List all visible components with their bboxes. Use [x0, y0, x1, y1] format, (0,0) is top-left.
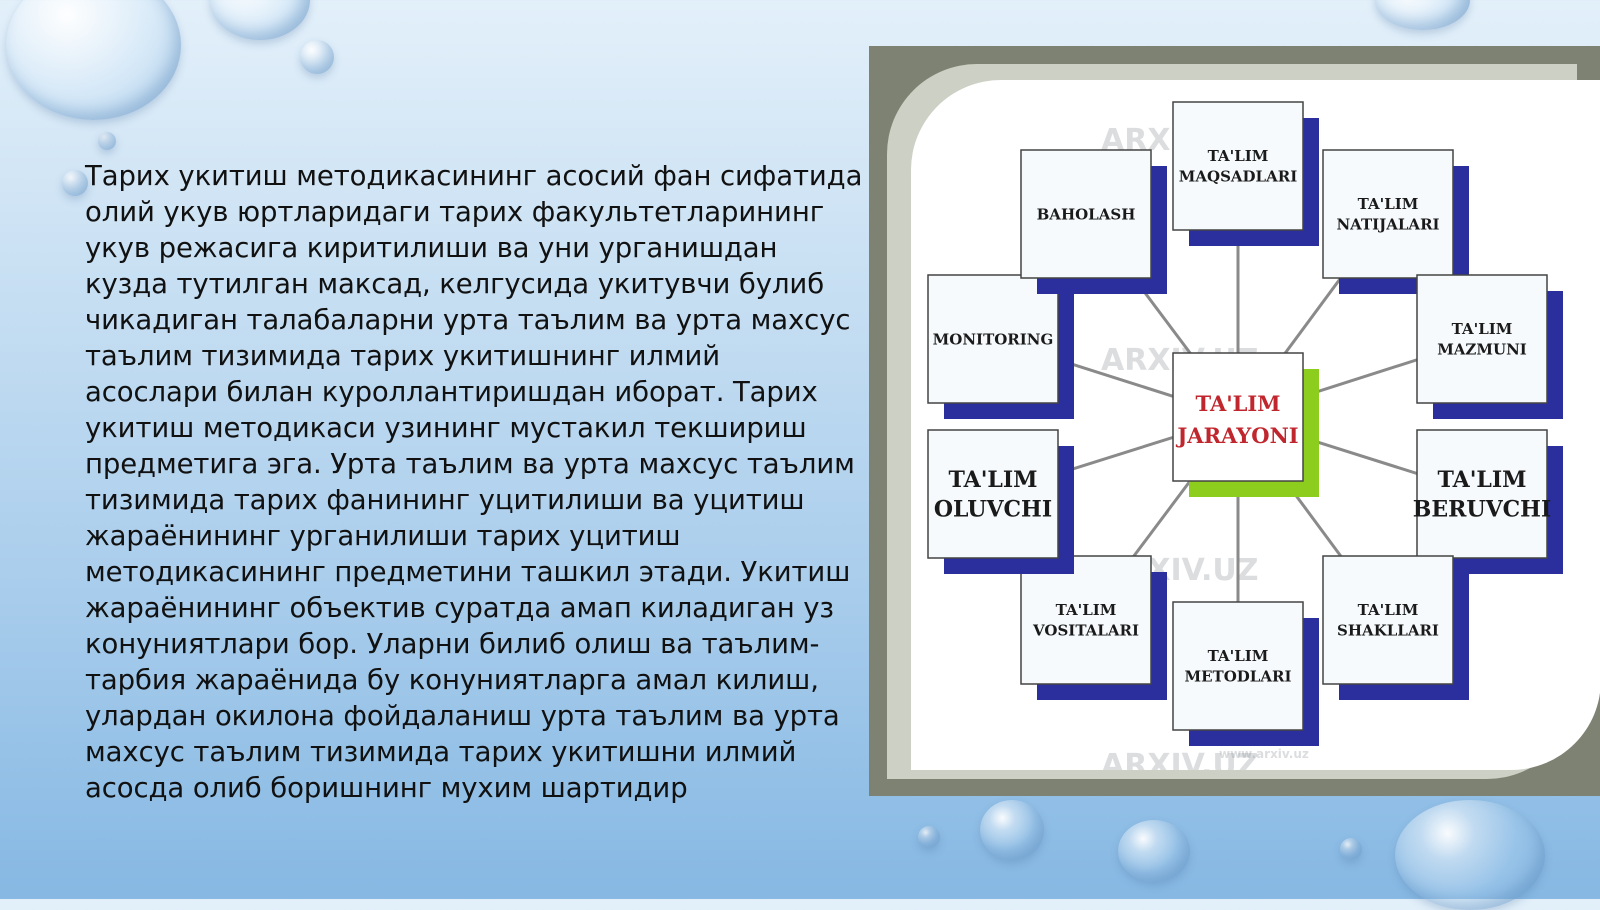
node-label-metodlari: TA'LIM [1208, 647, 1269, 665]
node-label-oluvchi: OLUVCHI [934, 497, 1052, 523]
water-drop-decoration [1375, 0, 1470, 30]
node-box-mazmuni [1416, 274, 1548, 404]
water-drop-decoration [6, 0, 181, 120]
center-node-label: TA'LIM [1195, 391, 1280, 416]
water-drop-decoration [210, 0, 310, 40]
diagram-canvas: ARXIV.UZARXIV.UZARXIV.UZARXIV.UZwww.arxi… [911, 80, 1600, 770]
node-box-shakllari [1322, 555, 1454, 685]
node-label-maqsadlari: TA'LIM [1208, 147, 1269, 165]
footer-url-text: www.arxiv.uz [1219, 747, 1309, 761]
water-drop-decoration [1340, 838, 1362, 860]
diagram-frame-inner: ARXIV.UZARXIV.UZARXIV.UZARXIV.UZwww.arxi… [887, 64, 1600, 779]
node-label-vositalari: TA'LIM [1056, 601, 1117, 619]
node-label-baholash: BAHOLASH [1037, 205, 1136, 223]
center-node-box [1172, 352, 1304, 482]
water-drop-decoration [1118, 820, 1190, 882]
center-node-label: JARAYONI [1175, 423, 1298, 448]
node-label-maqsadlari: MAQSADLARI [1179, 167, 1297, 185]
water-drop-decoration [98, 132, 116, 150]
node-label-natijalari: TA'LIM [1358, 195, 1419, 213]
water-drop-decoration [1395, 800, 1545, 910]
node-box-oluvchi [927, 429, 1059, 559]
node-label-beruvchi: TA'LIM [1437, 467, 1526, 493]
node-label-beruvchi: BERUVCHI [1413, 497, 1552, 523]
water-drop-decoration [300, 40, 334, 74]
talim-jarayoni-diagram: ARXIV.UZARXIV.UZARXIV.UZARXIV.UZwww.arxi… [927, 101, 1563, 770]
water-drop-decoration [980, 800, 1044, 860]
node-label-oluvchi: TA'LIM [948, 467, 1037, 493]
node-box-beruvchi [1416, 429, 1548, 559]
node-label-metodlari: METODLARI [1185, 667, 1292, 685]
node-box-natijalari [1322, 149, 1454, 279]
diagram-frame: ARXIV.UZARXIV.UZARXIV.UZARXIV.UZwww.arxi… [869, 46, 1600, 796]
node-box-maqsadlari [1172, 101, 1304, 231]
node-label-shakllari: SHAKLLARI [1337, 621, 1439, 639]
node-box-baholash [1020, 149, 1152, 279]
watermark-text: ARXIV.UZ [1101, 748, 1258, 770]
water-drop-decoration [62, 170, 88, 196]
node-label-vositalari: VOSITALARI [1032, 621, 1139, 639]
node-label-mazmuni: TA'LIM [1452, 320, 1513, 338]
node-box-monitoring [927, 274, 1059, 404]
node-label-shakllari: TA'LIM [1358, 601, 1419, 619]
slide-paragraph: Тарих укитиш методикасининг асосий фан с… [85, 160, 863, 804]
node-box-metodlari [1172, 601, 1304, 731]
node-box-vositalari [1020, 555, 1152, 685]
node-label-natijalari: NATIJALARI [1336, 215, 1439, 233]
water-drop-decoration [918, 826, 940, 848]
node-label-monitoring: MONITORING [933, 330, 1054, 348]
node-label-mazmuni: MAZMUNI [1437, 340, 1527, 358]
